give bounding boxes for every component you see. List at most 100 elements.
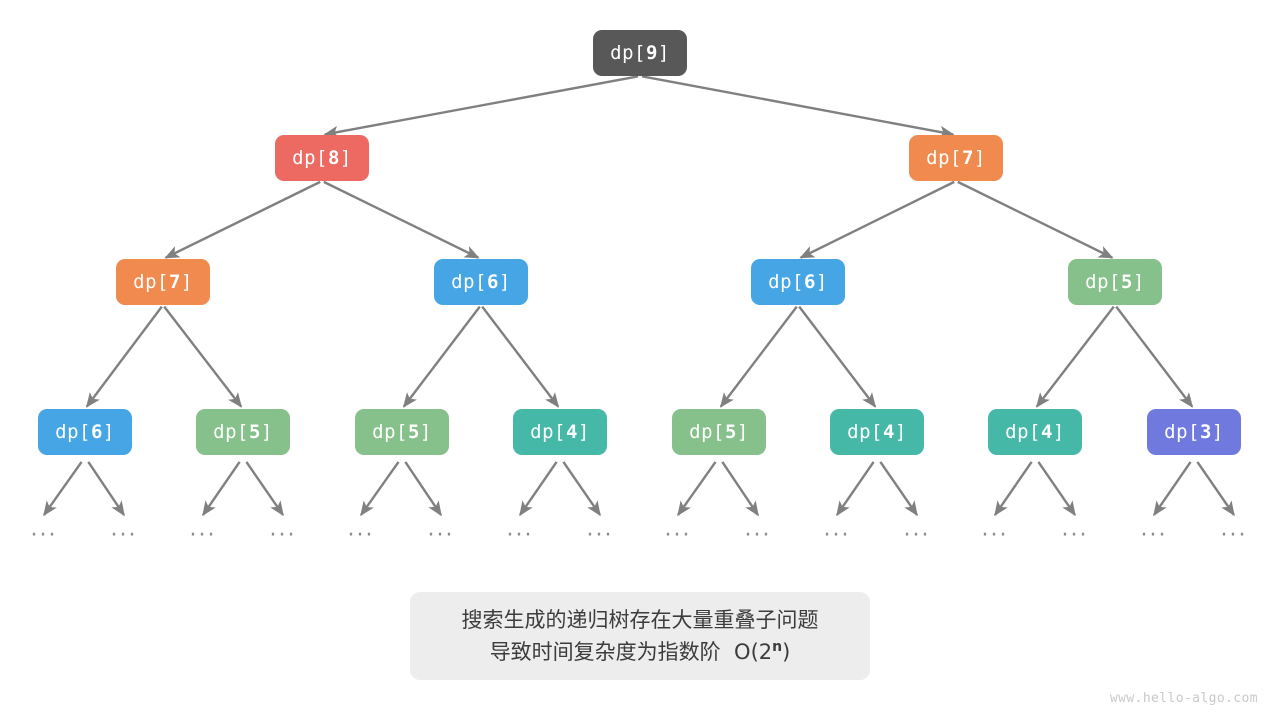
- node-suffix: ]: [1211, 421, 1224, 443]
- ellipsis-marker: ···: [903, 523, 931, 548]
- edge-arrow: [323, 75, 639, 139]
- node-suffix: ]: [339, 147, 352, 169]
- node-suffix: ]: [102, 421, 115, 443]
- node-index: 7: [168, 271, 181, 293]
- tree-node-dp5: dp[5]: [1068, 259, 1162, 305]
- node-suffix: ]: [815, 271, 828, 293]
- node-index: 5: [248, 421, 261, 443]
- node-prefix: dp[: [133, 271, 169, 293]
- edge-arrow: [323, 180, 480, 259]
- node-prefix: dp[: [213, 421, 249, 443]
- ellipsis-marker: ···: [189, 523, 217, 548]
- caption-exponent: n: [772, 639, 783, 655]
- ellipsis-marker: ···: [664, 523, 692, 548]
- edge-arrow: [163, 305, 243, 408]
- node-index: 4: [565, 421, 578, 443]
- edge-arrow: [402, 305, 481, 408]
- caption-line-1: 搜索生成的递归树存在大量重叠子问题: [461, 608, 819, 632]
- ellipsis-marker: ···: [1140, 523, 1168, 548]
- node-suffix: ]: [260, 421, 273, 443]
- edge-arrow: [87, 461, 125, 517]
- edge-arrow: [164, 180, 321, 259]
- node-index: 4: [882, 421, 895, 443]
- node-index: 3: [1199, 421, 1212, 443]
- ellipsis-marker: ···: [269, 523, 297, 548]
- edge-arrow: [799, 180, 955, 259]
- edge-arrow: [641, 75, 955, 139]
- caption-line-2-prefix: 导致时间复杂度为指数阶 O(2: [489, 640, 773, 664]
- ellipsis-marker: ···: [1220, 523, 1248, 548]
- node-suffix: ]: [1052, 421, 1065, 443]
- node-prefix: dp[: [926, 147, 962, 169]
- edge-arrow: [1037, 461, 1076, 517]
- node-prefix: dp[: [1005, 421, 1041, 443]
- node-prefix: dp[: [610, 42, 646, 64]
- node-suffix: ]: [973, 147, 986, 169]
- edge-arrow: [677, 461, 717, 517]
- node-suffix: ]: [180, 271, 193, 293]
- tree-node-dp7: dp[7]: [116, 259, 210, 305]
- node-index: 4: [1040, 421, 1053, 443]
- node-suffix: ]: [577, 421, 590, 443]
- ellipsis-marker: ···: [347, 523, 375, 548]
- edge-arrow: [957, 180, 1114, 259]
- ellipsis-marker: ···: [506, 523, 534, 548]
- tree-node-dp6: dp[6]: [751, 259, 845, 305]
- edge-arrow: [202, 461, 241, 517]
- node-index: 7: [961, 147, 974, 169]
- node-index: 5: [1120, 271, 1133, 293]
- edge-arrow: [1035, 305, 1115, 408]
- tree-node-dp4: dp[4]: [988, 409, 1082, 455]
- node-prefix: dp[: [55, 421, 91, 443]
- edge-arrow: [43, 461, 83, 517]
- edge-arrow: [994, 461, 1033, 517]
- node-suffix: ]: [498, 271, 511, 293]
- edge-arrow: [481, 305, 560, 408]
- edge-arrow: [562, 461, 601, 517]
- ellipsis-marker: ···: [30, 523, 58, 548]
- edge-arrow: [1196, 461, 1235, 517]
- node-suffix: ]: [894, 421, 907, 443]
- edge-arrow: [404, 461, 442, 517]
- edge-arrow: [360, 461, 400, 517]
- tree-node-dp4: dp[4]: [513, 409, 607, 455]
- node-index: 6: [486, 271, 499, 293]
- tree-node-dp4: dp[4]: [830, 409, 924, 455]
- node-prefix: dp[: [451, 271, 487, 293]
- ellipsis-marker: ···: [1061, 523, 1089, 548]
- tree-node-dp8: dp[8]: [275, 135, 369, 181]
- edge-arrow: [519, 461, 558, 517]
- ellipsis-marker: ···: [744, 523, 772, 548]
- caption-line-2-suffix: ): [782, 640, 791, 664]
- edge-arrow: [1153, 461, 1192, 517]
- tree-node-dp9: dp[9]: [593, 30, 687, 76]
- node-suffix: ]: [657, 42, 670, 64]
- ellipsis-marker: ···: [427, 523, 455, 548]
- node-prefix: dp[: [1085, 271, 1121, 293]
- tree-node-dp6: dp[6]: [38, 409, 132, 455]
- ellipsis-marker: ···: [823, 523, 851, 548]
- caption-box: 搜索生成的递归树存在大量重叠子问题 导致时间复杂度为指数阶 O(2n): [410, 592, 870, 680]
- node-prefix: dp[: [847, 421, 883, 443]
- node-index: 6: [90, 421, 103, 443]
- node-index: 5: [724, 421, 737, 443]
- node-prefix: dp[: [768, 271, 804, 293]
- node-prefix: dp[: [530, 421, 566, 443]
- node-prefix: dp[: [1164, 421, 1200, 443]
- leaf-stub-edges: [43, 461, 1235, 517]
- node-suffix: ]: [419, 421, 432, 443]
- edge-arrow: [798, 305, 877, 408]
- tree-node-dp5: dp[5]: [196, 409, 290, 455]
- node-index: 6: [803, 271, 816, 293]
- tree-node-dp3: dp[3]: [1147, 409, 1241, 455]
- ellipsis-marker: ···: [586, 523, 614, 548]
- edge-arrow: [1115, 305, 1194, 408]
- ellipsis-marker: ···: [110, 523, 138, 548]
- node-prefix: dp[: [292, 147, 328, 169]
- node-prefix: dp[: [372, 421, 408, 443]
- tree-node-dp7: dp[7]: [909, 135, 1003, 181]
- edge-arrow: [85, 305, 163, 408]
- caption-line-2: 导致时间复杂度为指数阶 O(2n): [490, 636, 791, 668]
- edge-arrow: [836, 461, 875, 517]
